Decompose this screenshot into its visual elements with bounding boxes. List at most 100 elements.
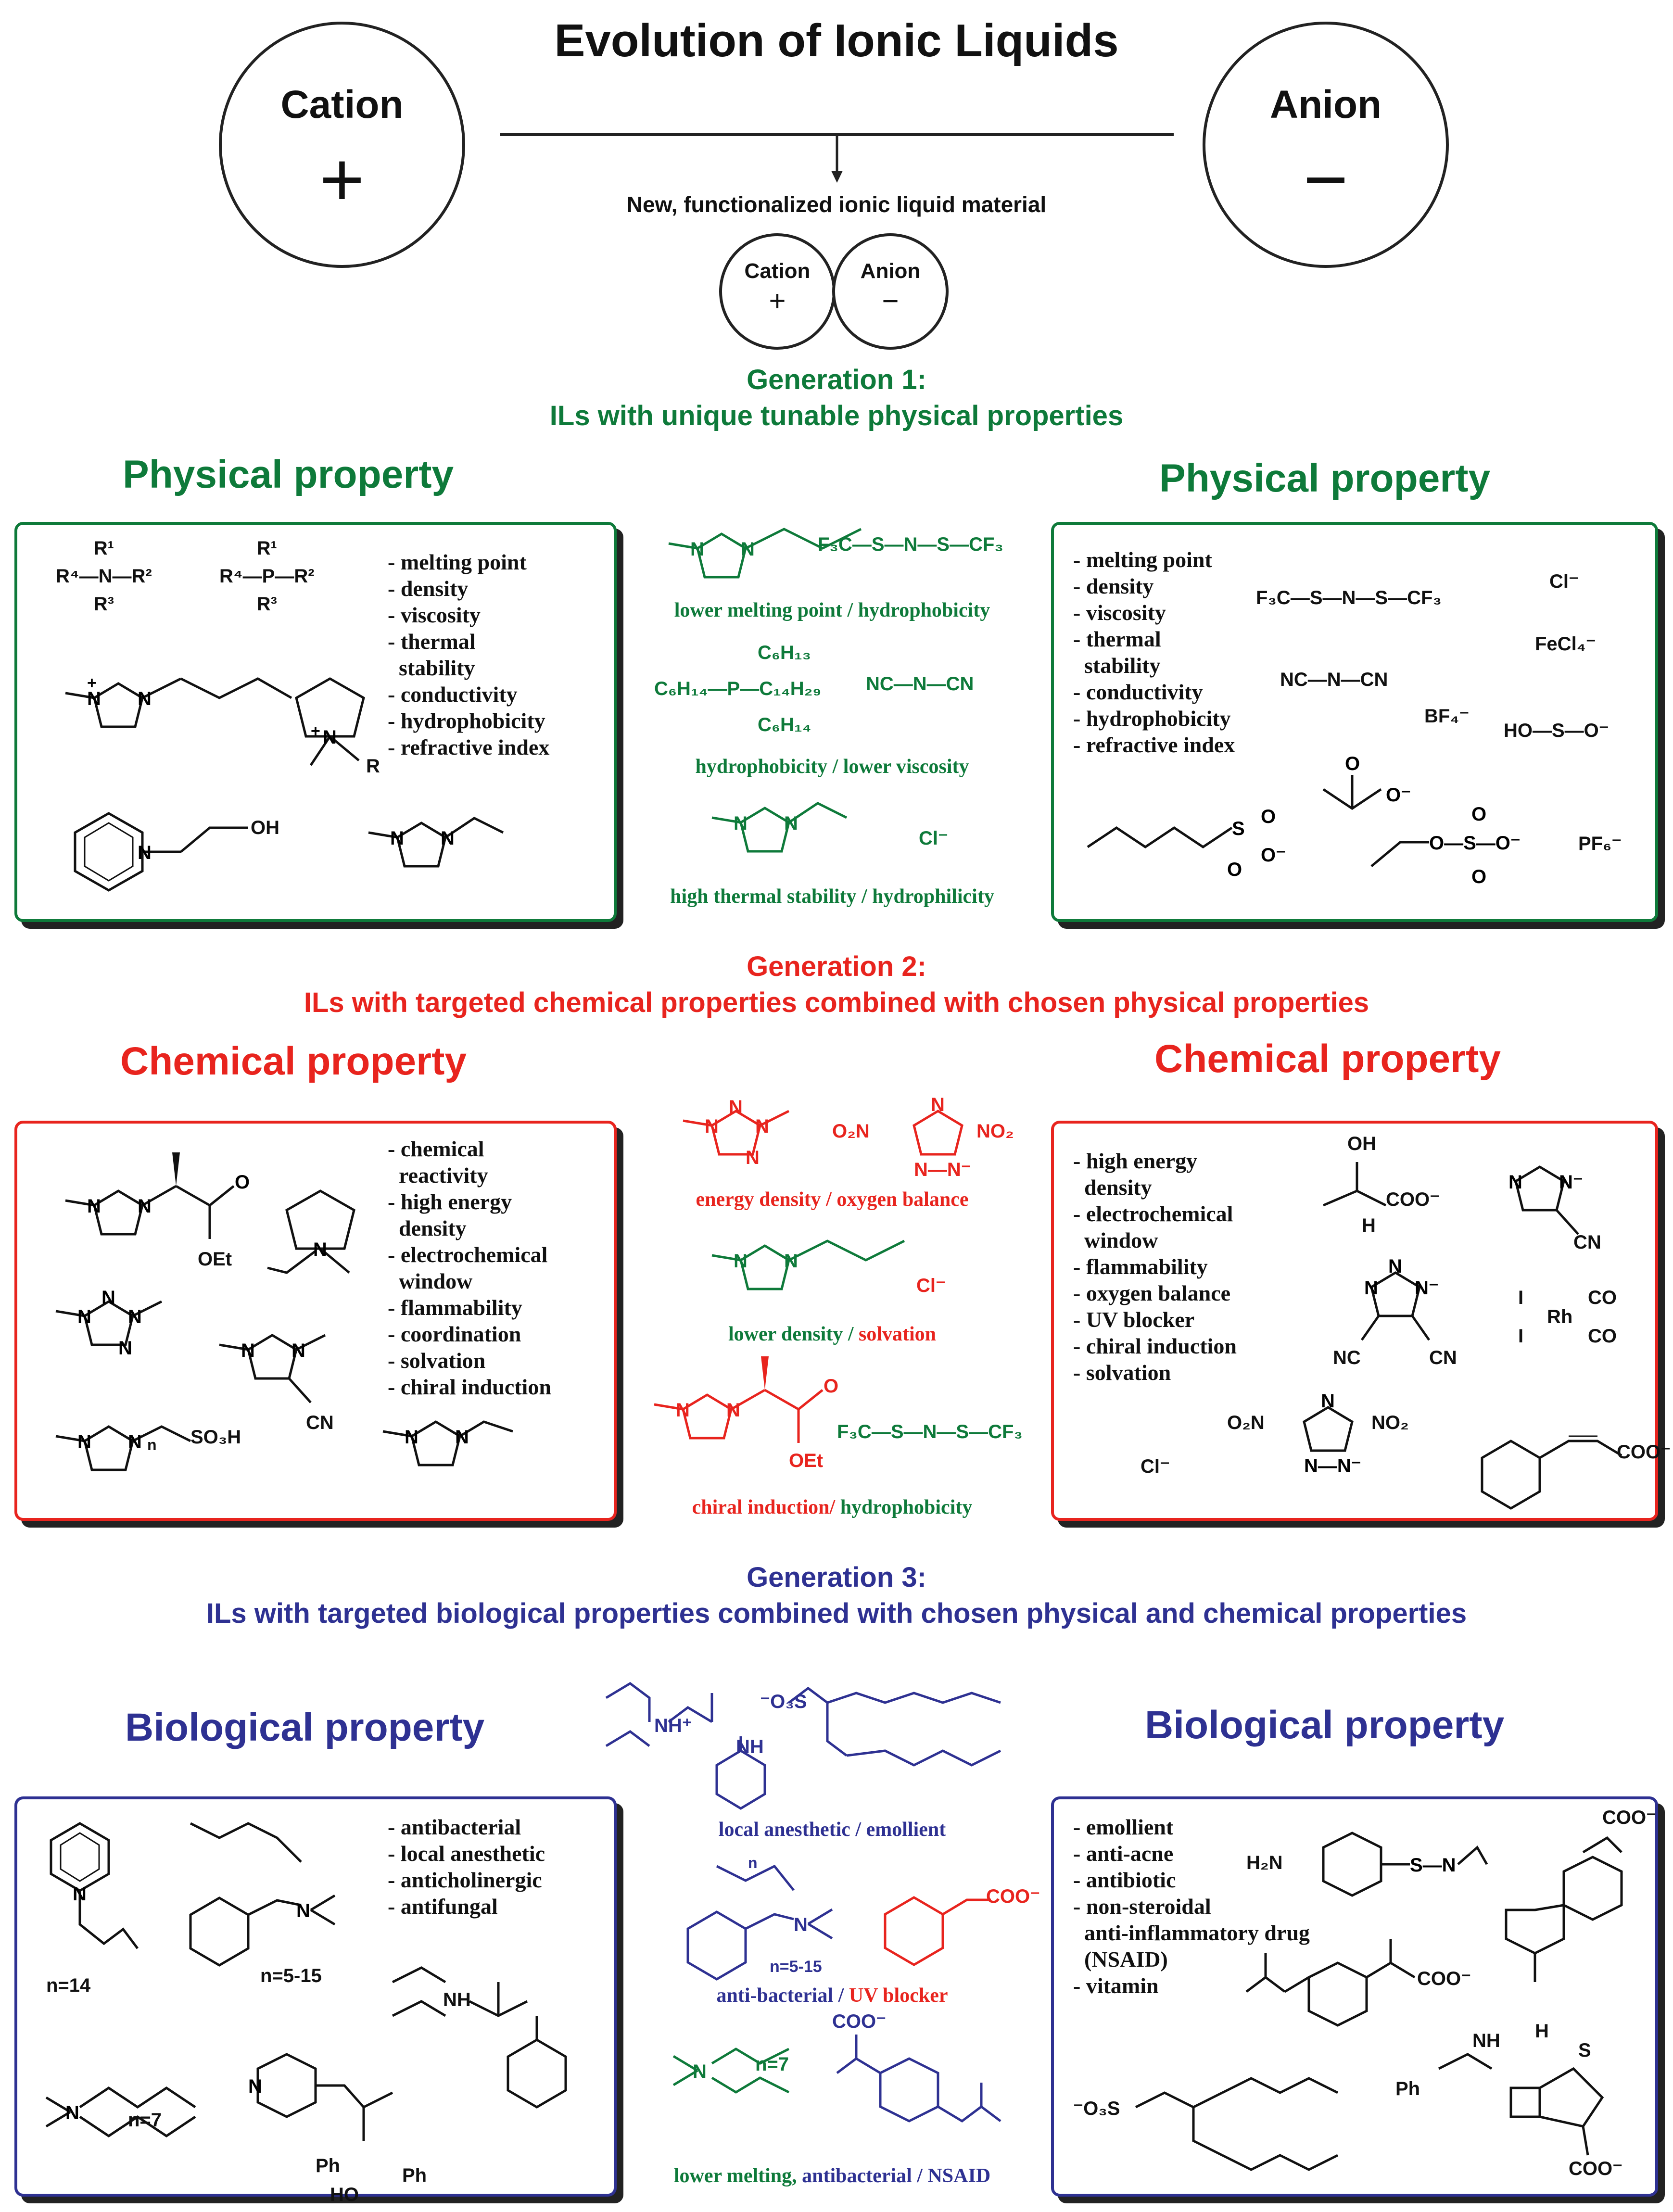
svg-text:N: N [313, 1239, 327, 1260]
rh-complex-i2: I [1518, 1326, 1524, 1347]
anion-circle: Anion − [1203, 22, 1449, 268]
gen3-caption-2b: UV blocker [849, 1984, 948, 2007]
svg-text:N: N [87, 1196, 101, 1217]
gen3-center-cinnamate-structure [884, 1896, 991, 1966]
svg-text:N: N [784, 813, 798, 834]
gen2-left-property-list: - chemical reactivity - high energy dens… [388, 1137, 551, 1399]
svg-text:N: N [693, 2061, 707, 2082]
rh-complex-rh: Rh [1547, 1306, 1573, 1327]
acetate-structure: O⁻ O [1322, 753, 1411, 810]
svg-text:N: N [726, 1400, 740, 1421]
lactate-h: H [1362, 1215, 1376, 1236]
gen3-caption-1: local anesthetic / emollient [718, 1819, 946, 1841]
chloride-anion: Cl⁻ [1549, 571, 1579, 592]
svg-text:O—S—O⁻: O—S—O⁻ [1429, 833, 1521, 854]
gen3-right-heading: Biological property [1145, 1703, 1505, 1747]
svg-text:N: N [690, 539, 704, 560]
gen3-left-heading: Biological property [125, 1706, 485, 1749]
dicyanotriazolate-structure: N N N⁻ [1360, 1256, 1439, 1341]
svg-text:N: N [729, 1097, 743, 1118]
svg-text:N: N [241, 1340, 255, 1361]
svg-text:N: N [746, 1147, 760, 1168]
gen3-center-n-range: n=5-15 [770, 1958, 822, 1976]
svg-text:N: N [705, 1116, 719, 1137]
gen1-center-tf2n: F₃C—S—N—S—CF₃ [818, 534, 1003, 555]
docusate-o3s: ⁻O₃S [1073, 2098, 1120, 2119]
gen3-center-quat-structure: N [672, 2048, 790, 2094]
svg-text:N: N [741, 539, 755, 560]
svg-text:N: N [390, 828, 404, 849]
svg-text:O: O [1261, 806, 1276, 827]
sulfacetamide-h2n: H₂N [1246, 1852, 1283, 1873]
svg-text:N—N⁻: N—N⁻ [1304, 1455, 1361, 1477]
alkylpyridinium-n14: n=14 [46, 1975, 91, 1996]
svg-text:O⁻: O⁻ [1261, 845, 1286, 866]
gen2-right-property-list: - high energy density - electrochemical … [1073, 1149, 1237, 1385]
svg-text:N⁻: N⁻ [1559, 1172, 1583, 1193]
ammonium-cation: R¹ R⁴—N—R² R³ [56, 538, 152, 615]
gen1-caption-1: lower melting point / hydrophobicity [674, 599, 990, 621]
small-anion-label: Anion [860, 259, 921, 283]
gen1-caption-3: high thermal stability / hydrophilicity [670, 885, 994, 908]
ibuprofen-coo: COO⁻ [1417, 1968, 1471, 1989]
svg-text:N: N [784, 1251, 798, 1272]
gen3-center-n-sub: n [748, 1854, 758, 1871]
svg-text:O: O [824, 1376, 838, 1397]
svg-text:N: N [1388, 1256, 1402, 1277]
glycopyrrolate-ph1: Ph [316, 2155, 341, 2176]
gen3-caption-3b: antibacterial / NSAID [802, 2165, 991, 2187]
sulfonic-imidazolium-structure: N N [55, 1425, 191, 1471]
svg-text:N: N [101, 1287, 115, 1308]
ethylsulfate-structure: O—S—O⁻ O O [1370, 804, 1521, 887]
dinitrotriazolate-o2n: O₂N [1227, 1412, 1265, 1433]
svg-text:N: N [931, 1094, 945, 1115]
svg-text:O: O [1471, 804, 1486, 825]
gen1-subtitle: ILs with unique tunable physical propert… [549, 400, 1124, 431]
gen2-center-bmim-structure: N N [711, 1239, 905, 1290]
cinnamate-structure [1481, 1435, 1622, 1510]
small-cation-circle: Cation + [719, 233, 836, 350]
svg-text:N: N [296, 1900, 310, 1921]
ibuprofen-structure [1245, 1939, 1416, 2027]
svg-text:O: O [1471, 866, 1486, 887]
pf6-anion: PF₆⁻ [1578, 833, 1622, 854]
dicyanotriazolate-cn: CN [1429, 1347, 1457, 1368]
small-anion-circle: Anion − [832, 233, 949, 350]
gen2-right-chloride: Cl⁻ [1141, 1456, 1170, 1477]
cyano-imidazolium-structure: N N [219, 1334, 326, 1403]
svg-text:N: N [138, 688, 152, 709]
rh-complex-co2: CO [1588, 1326, 1617, 1347]
phosphonium-cation: R¹ R⁴—P—R² R³ [219, 538, 315, 615]
svg-text:N: N [77, 1431, 91, 1453]
gen3-right-property-list: - emollient - anti-acne - antibiotic - n… [1073, 1815, 1310, 1998]
small-minus-sign: − [882, 285, 899, 317]
penicillin-h: H [1535, 2021, 1549, 2042]
quat-ammonium-structure: N [45, 2086, 196, 2138]
svg-text:N: N [65, 2102, 79, 2124]
glycopyrrolate-ph2: Ph [402, 2165, 427, 2186]
quat-ammonium-n7: n=7 [128, 2110, 162, 2131]
gen3-caption-2: anti-bacterial / UV blocker [640, 1984, 1025, 2007]
gen1-left-property-list: - melting point - density - viscosity - … [388, 550, 550, 759]
gen3-center-lidocaine-docusate-structure [605, 1681, 1001, 1810]
gen1-center-emim-structure: N N [711, 802, 848, 853]
tf2n-anion: F₃C—S—N—S—CF₃ [1256, 587, 1442, 608]
gen1-right-heading: Physical property [1159, 456, 1491, 500]
naproxen-structure [1505, 1836, 1623, 1982]
svg-text:N: N [87, 688, 101, 709]
lactate-structure [1323, 1162, 1387, 1207]
cyanoimidazolate-structure: N N⁻ [1508, 1165, 1583, 1235]
gen1-dca: NC—N—CN [866, 673, 974, 695]
gen1-phos-mid: C₆H₁₄—P—C₁₄H₂₉ [654, 678, 822, 699]
small-plus-sign: + [769, 285, 786, 317]
small-cation-label: Cation [744, 259, 811, 283]
gen2-center-triazolium-structure: N N N N [683, 1097, 790, 1168]
svg-text:+: + [87, 674, 97, 692]
gen2-caption-3: chiral induction/ hydrophobicity [640, 1496, 1025, 1519]
page-title: Evolution of Ionic Liquids [554, 15, 1119, 66]
gen1-title: Generation 1: [747, 364, 926, 395]
gen3-caption-3a: lower melting, [673, 2165, 802, 2187]
sulfonic-n-label: n [147, 1436, 157, 1454]
svg-text:N: N [455, 1427, 469, 1448]
benzalkonium-structure: N [189, 1822, 336, 1967]
